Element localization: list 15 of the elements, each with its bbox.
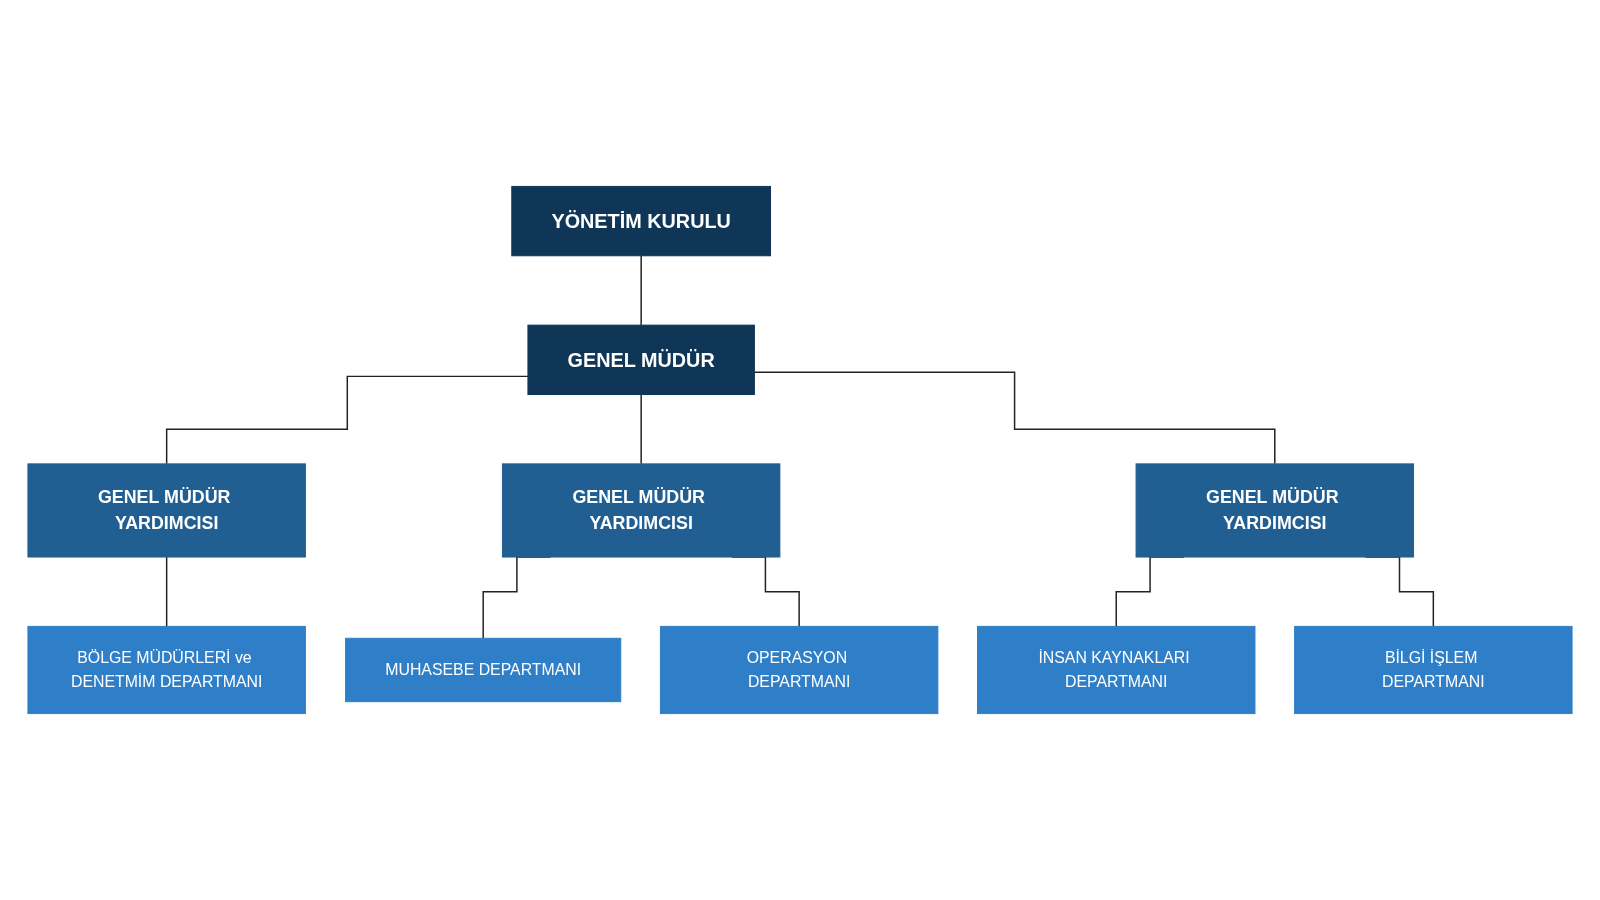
connector	[753, 371, 1276, 465]
connector	[640, 393, 642, 465]
node-box: YÖNETİM KURULU	[511, 185, 772, 257]
node-box: BİLGİ İŞLEM DEPARTMANI	[1294, 625, 1573, 715]
node-box: OPERASYON DEPARTMANI	[659, 625, 939, 715]
node-box: İNSAN KAYNAKLARI DEPARTMANI	[977, 625, 1256, 715]
connector	[165, 375, 529, 465]
node-box: BÖLGE MÜDÜRLERİ ve DENETMİM DEPARTMANI	[27, 625, 306, 715]
connector	[640, 255, 642, 326]
node-box: GENEL MÜDÜR YARDIMCISI	[1135, 463, 1414, 558]
connector	[165, 556, 168, 628]
node-box: GENEL MÜDÜR YARDIMCISI	[501, 463, 781, 558]
node-box: GENEL MÜDÜR YARDIMCISI	[27, 463, 306, 558]
node-box: MUHASEBE DEPARTMANI	[345, 637, 622, 703]
node-box: GENEL MÜDÜR	[527, 324, 755, 395]
